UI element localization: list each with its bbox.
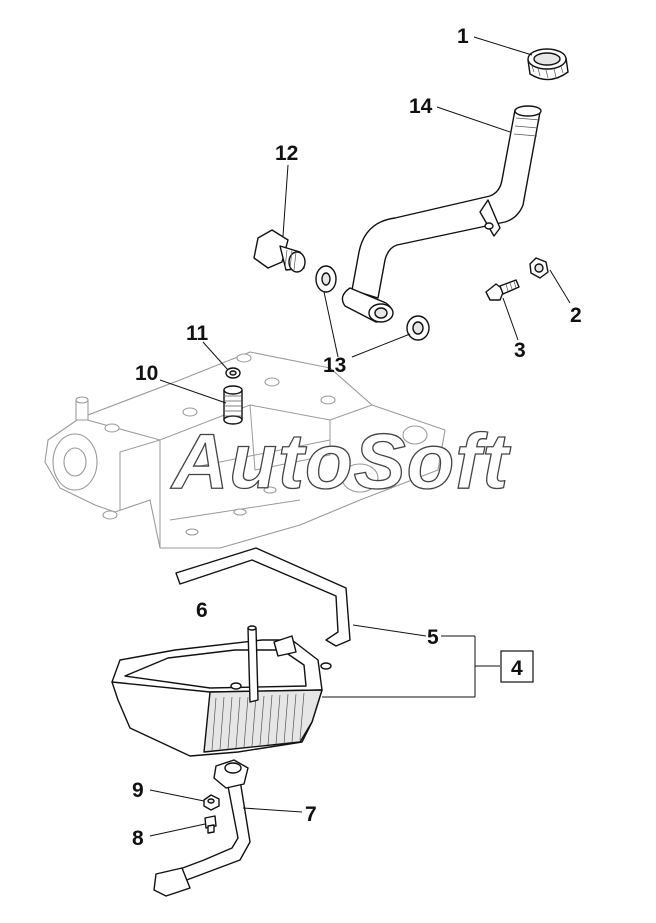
label-3: 3 [514, 339, 526, 362]
leader-lines [149, 36, 571, 837]
label-13: 13 [323, 354, 346, 377]
part-11-seal-ring [225, 367, 241, 379]
label-6: 6 [196, 599, 208, 622]
part-2-nut [529, 257, 549, 279]
label-4: 4 [511, 657, 523, 680]
label-1: 1 [457, 25, 469, 48]
label-11: 11 [186, 322, 209, 345]
label-5: 5 [427, 626, 439, 649]
callout-labels: 1 2 3 4 5 6 7 8 9 10 11 12 13 14 [132, 25, 582, 850]
label-14: 14 [409, 95, 433, 118]
part-9-nut [203, 794, 220, 811]
part-3-bolt [485, 279, 520, 301]
label-2: 2 [570, 304, 582, 327]
part-5-oil-pan [111, 625, 332, 757]
label-9: 9 [132, 779, 144, 802]
part-12-banjo-bolt [253, 229, 306, 273]
part-1-filler-cap [527, 48, 569, 81]
part-10-breather [223, 385, 243, 425]
part-6-gasket [175, 547, 351, 647]
label-10: 10 [135, 362, 158, 385]
part-8-bolt [204, 815, 217, 834]
label-12: 12 [275, 142, 298, 165]
part-7-pickup-tube [153, 759, 251, 897]
part-13-washer-lower [406, 315, 430, 341]
transmission-housing [44, 351, 446, 549]
label-7: 7 [305, 803, 317, 826]
callout-box-4 [500, 650, 534, 683]
watermark: AutoSoft [170, 417, 511, 505]
part-13-washer-upper [315, 265, 337, 293]
label-8: 8 [132, 827, 144, 850]
part-14-filler-pipe [341, 105, 542, 323]
